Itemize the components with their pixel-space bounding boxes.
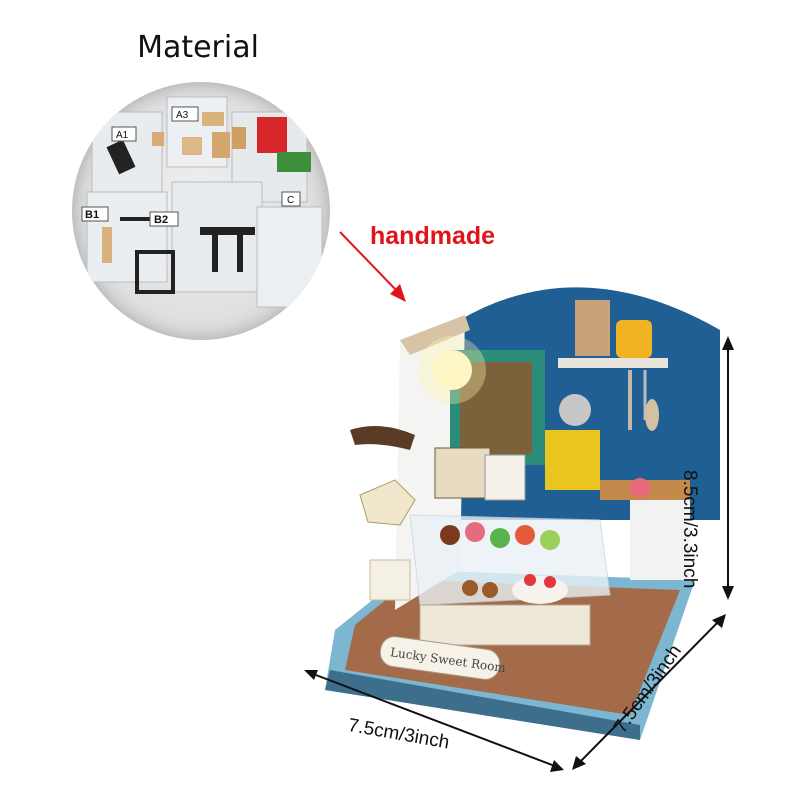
- lamp-glow: [418, 336, 486, 404]
- donut-plate: [630, 478, 650, 498]
- material-photo: A3 A1 B1 B2 C: [72, 82, 330, 340]
- gift-box: [369, 559, 411, 601]
- wood-piece: [212, 132, 230, 158]
- menu-card: [484, 454, 526, 501]
- menu-board: [434, 447, 491, 499]
- bag-tag-label: A1: [116, 130, 129, 141]
- bag-tag-label: B2: [154, 214, 168, 226]
- material-title: Material: [137, 30, 259, 65]
- wood-piece: [182, 137, 202, 155]
- donut-sign: [359, 479, 416, 526]
- awning: [400, 315, 470, 355]
- bag-tag: [281, 191, 301, 207]
- wood-piece: [152, 132, 164, 146]
- black-frame: [135, 250, 175, 294]
- bag-tag: [149, 211, 179, 227]
- arrow-head-icon: [722, 586, 734, 600]
- arrow-head-icon: [550, 760, 564, 772]
- black-frame: [237, 232, 243, 272]
- handmade-label: handmade: [370, 222, 496, 250]
- black-frame: [120, 217, 160, 221]
- counter-base: [419, 604, 591, 646]
- plastic-bag: [256, 206, 323, 308]
- honey-jar: [616, 320, 652, 358]
- bag-tag: [81, 206, 109, 222]
- bag-tag-label: B1: [85, 209, 99, 221]
- arrow-head-icon: [722, 336, 734, 350]
- material-parts-drawing: A3 A1 B1 B2 C: [81, 96, 323, 308]
- side-cabinet: [630, 500, 690, 580]
- bag-tag-label: A3: [176, 110, 189, 121]
- wall-bracket: [350, 426, 415, 450]
- bag-tag: [111, 126, 137, 142]
- height-label: 8.5cm/3.3inch: [679, 470, 700, 589]
- green-part: [277, 152, 311, 172]
- lamp: [432, 350, 472, 390]
- glass-display: [409, 514, 611, 606]
- black-part: [106, 139, 136, 175]
- red-arrow-icon: [339, 231, 406, 302]
- arrow-head-icon: [572, 756, 586, 770]
- kettle: [559, 394, 591, 426]
- bag-tag-label: C: [287, 195, 294, 206]
- paper-bag: [575, 300, 610, 356]
- wall-shelf: [558, 358, 668, 368]
- wood-piece: [102, 227, 112, 263]
- black-frame: [200, 227, 255, 235]
- bag-tag: [171, 106, 199, 122]
- plastic-bag: [86, 191, 168, 283]
- black-frame: [212, 232, 218, 272]
- pastries: [440, 522, 568, 604]
- utensil: [645, 399, 659, 431]
- red-part: [257, 117, 287, 153]
- yellow-cabinet: [545, 430, 600, 490]
- wood-piece: [232, 127, 246, 149]
- fridge-shelves: [460, 362, 532, 454]
- wood-piece: [202, 112, 224, 126]
